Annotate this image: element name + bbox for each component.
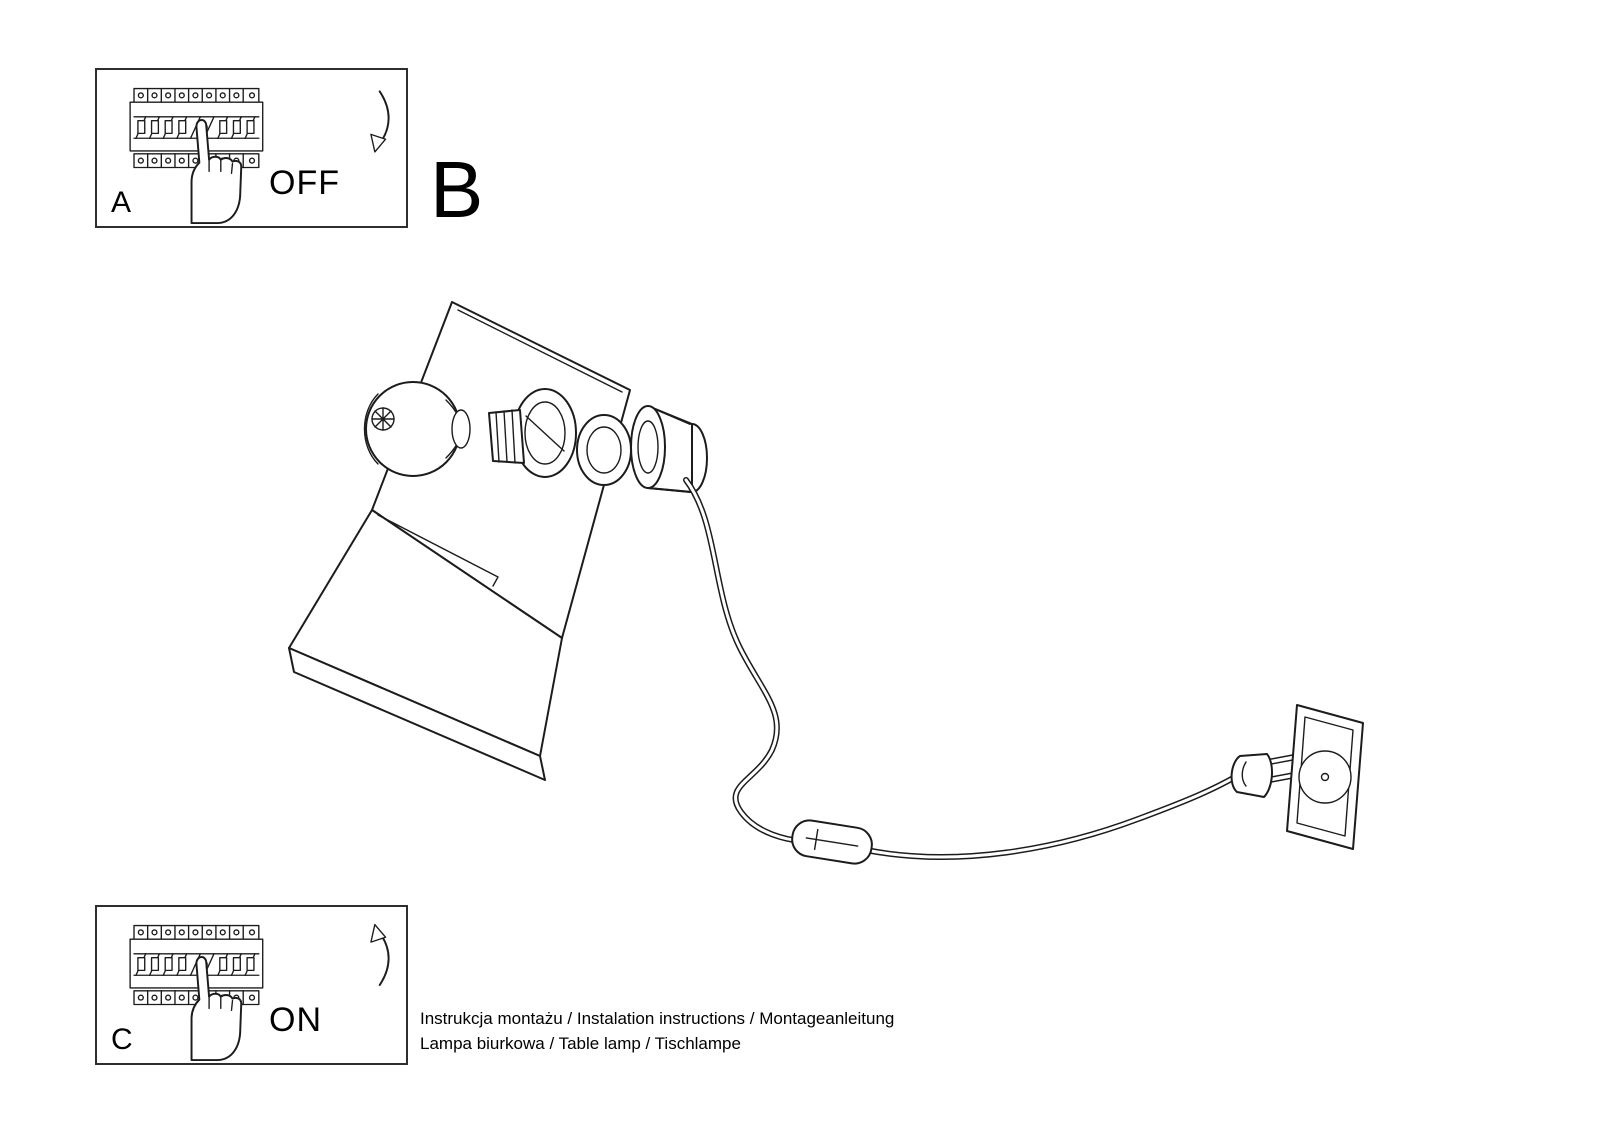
step-a-artwork <box>129 87 390 225</box>
light-bulb-icon <box>363 381 471 477</box>
lamp-base-illustration <box>288 301 631 781</box>
caption: Instrukcja montażu / Instalation instruc… <box>420 1006 894 1056</box>
curved-arrow-down-icon <box>370 90 390 153</box>
mounting-ring-icon <box>576 414 632 486</box>
step-box-c: C ON <box>95 905 408 1065</box>
pointing-hand-icon <box>190 956 243 1062</box>
lamp-socket-icon <box>630 405 708 493</box>
power-plug-icon <box>1230 753 1299 798</box>
curved-arrow-up-icon <box>370 923 390 986</box>
step-letter-a: A <box>111 186 132 219</box>
wall-outlet-icon <box>1286 704 1364 850</box>
section-label-b: B <box>430 145 484 234</box>
power-state-off-label: OFF <box>269 164 340 202</box>
step-letter-c: C <box>111 1023 133 1056</box>
pointing-hand-icon <box>190 119 243 225</box>
caption-line-product: Lampa biurkowa / Table lamp / Tischlampe <box>420 1034 741 1053</box>
caption-line-instructions: Instrukcja montażu / Instalation instruc… <box>420 1009 895 1028</box>
inline-switch-icon <box>791 819 873 865</box>
bulb-filament-mark <box>371 407 395 431</box>
power-state-on-label: ON <box>269 1001 322 1039</box>
power-cord <box>683 477 1240 860</box>
socket-thread-icon <box>488 409 525 464</box>
step-box-a: A OFF <box>95 68 408 228</box>
step-c-artwork <box>129 923 390 1062</box>
